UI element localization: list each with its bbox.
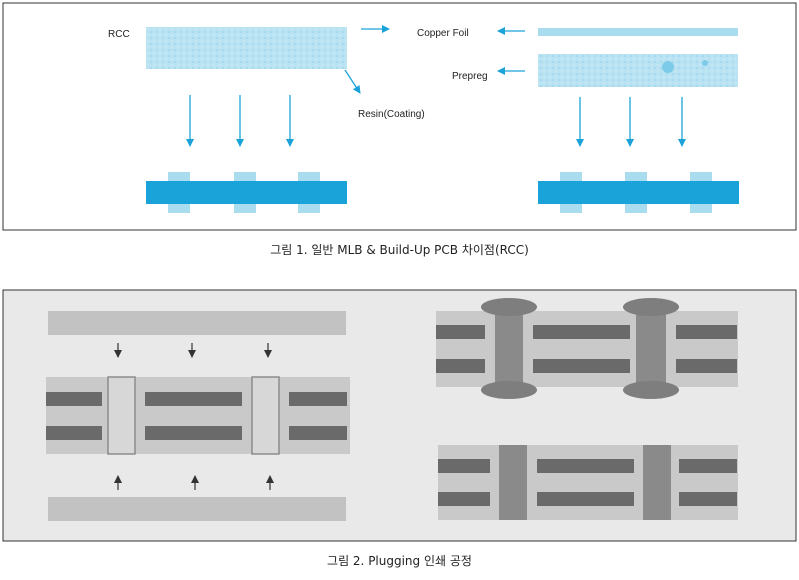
- right-board-plugged-flat: [438, 445, 738, 520]
- rcc-label: RCC: [108, 29, 130, 40]
- rcc-layer: [146, 27, 347, 69]
- plugged-via: [499, 445, 527, 520]
- right-board-plugged-with-caps: [436, 298, 738, 399]
- via-hole: [251, 376, 280, 455]
- left-board-before-plugging: [46, 376, 350, 455]
- via-hole: [107, 376, 136, 455]
- top-print-layer: [48, 311, 346, 335]
- figure1: RCC Resin(Coating) Copper Foil Prepreg: [2, 2, 797, 231]
- copper-foil-layer: [538, 28, 738, 36]
- figure2: [2, 289, 797, 542]
- plugged-via: [643, 445, 671, 520]
- bottom-print-layer: [48, 497, 346, 521]
- prepreg-label: Prepreg: [452, 71, 488, 82]
- left-core-board: [146, 172, 347, 213]
- copper-foil-label: Copper Foil: [417, 28, 469, 39]
- figure1-caption: 그림 1. 일반 MLB & Build-Up PCB 차이점(RCC): [270, 243, 529, 257]
- arrow-icon: [344, 69, 361, 94]
- figure2-caption: 그림 2. Plugging 인쇄 공정: [327, 554, 472, 568]
- resin-label: Resin(Coating): [358, 109, 425, 120]
- right-core-board: [538, 172, 739, 213]
- prepreg-layer: [538, 54, 738, 87]
